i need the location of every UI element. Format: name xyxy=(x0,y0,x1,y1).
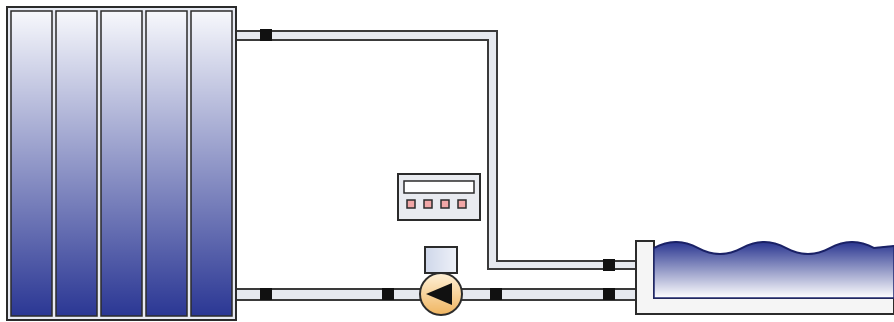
collector-panel-5 xyxy=(190,10,233,317)
pipe-connector-5 xyxy=(603,259,615,271)
pump-direction-arrow-icon xyxy=(426,283,452,305)
pipe-connectors xyxy=(260,29,615,300)
controller xyxy=(397,173,481,221)
pump xyxy=(419,246,463,316)
pipe-connector-2 xyxy=(260,288,272,300)
pump-motor xyxy=(424,246,458,274)
collector-panel-2 xyxy=(55,10,98,317)
pool xyxy=(635,240,894,315)
collector-panels xyxy=(10,10,233,317)
controller-button-2 xyxy=(423,199,433,209)
pipe-connector-6 xyxy=(603,288,615,300)
solar-collector xyxy=(6,6,237,321)
controller-buttons xyxy=(406,199,467,209)
controller-button-1 xyxy=(406,199,416,209)
pool-water xyxy=(653,241,894,299)
water-surface-wave xyxy=(653,241,894,255)
pool-wall xyxy=(635,240,894,315)
supply-pipe xyxy=(235,30,637,270)
pipe-connector-1 xyxy=(260,29,272,41)
pipe-connector-3 xyxy=(382,288,394,300)
controller-button-3 xyxy=(440,199,450,209)
collector-panel-3 xyxy=(100,10,143,317)
collector-panel-4 xyxy=(145,10,188,317)
controller-display xyxy=(403,180,475,194)
pipe-connector-4 xyxy=(490,288,502,300)
controller-button-4 xyxy=(457,199,467,209)
collector-panel-1 xyxy=(10,10,53,317)
